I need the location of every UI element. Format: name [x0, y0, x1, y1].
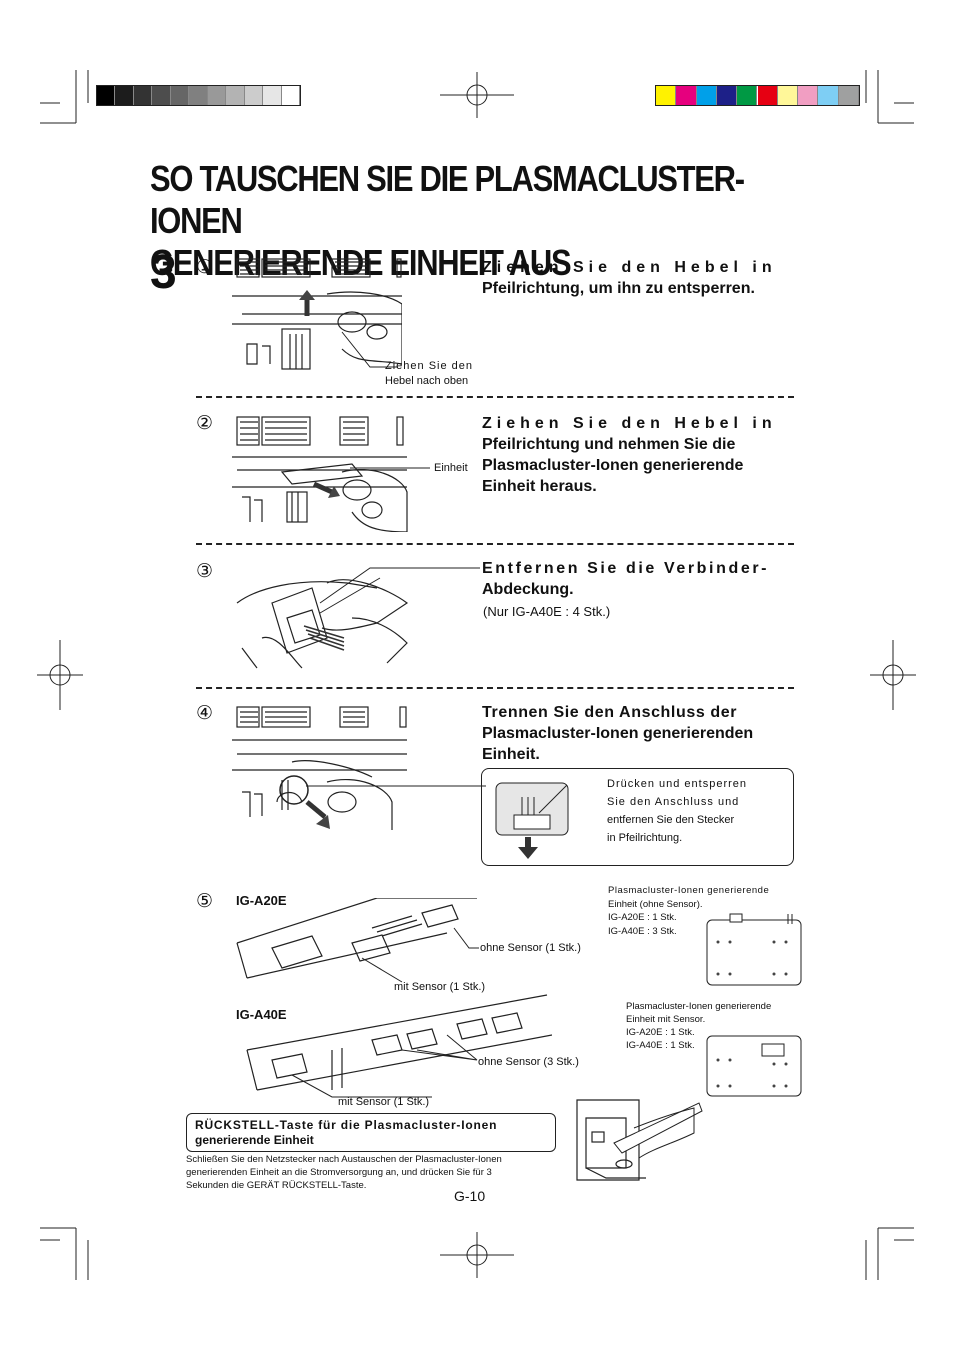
color-swatch — [189, 86, 208, 105]
unit-mit-sensor-line-3: IG-A20E : 1 Stk. — [626, 1027, 695, 1038]
reset-button-illustration — [576, 1099, 703, 1181]
ig-a20e-mit-sensor-label: mit Sensor (1 Stk.) — [394, 981, 486, 993]
separator-1 — [196, 396, 794, 398]
page-number: G-10 — [454, 1188, 486, 1204]
illustration-step-1 — [232, 258, 402, 370]
illustration-ig-a20e — [236, 898, 479, 983]
step-3-heading-line-1: Entfernen Sie die Verbinder- — [482, 560, 770, 577]
step-2-callout: Einheit — [434, 462, 468, 474]
step-number: 3 — [150, 246, 177, 299]
ig-a20e-ohne-sensor-label: ohne Sensor (1 Stk.) — [480, 942, 581, 954]
color-swatch — [97, 86, 116, 105]
reset-text-line-2: generierenden Einheit an die Stromversor… — [186, 1167, 492, 1178]
step-2-heading-line-4: Einheit heraus. — [482, 478, 597, 495]
color-swatch — [737, 86, 758, 105]
unit-mit-sensor-line-2: Einheit mit Sensor. — [626, 1014, 706, 1025]
illustration-step-2 — [232, 416, 430, 532]
connector-illustration — [495, 782, 569, 859]
step-4-heading-line-1: Trennen Sie den Anschluss der — [482, 704, 738, 721]
step-marker-3: ③ — [196, 561, 214, 582]
color-swatch — [716, 86, 738, 105]
process-color-bar — [655, 85, 860, 106]
color-swatch — [757, 86, 778, 105]
ig-a40e-mit-sensor-label: mit Sensor (1 Stk.) — [338, 1096, 430, 1108]
step-marker-5: ⑤ — [196, 891, 214, 912]
ig-a40e-ohne-sensor-label: ohne Sensor (3 Stk.) — [478, 1056, 579, 1068]
connector-info-line-4: in Pfeilrichtung. — [607, 832, 683, 844]
color-swatch — [676, 86, 697, 105]
reset-text-line-1: Schließen Sie den Netzstecker nach Austa… — [186, 1154, 502, 1165]
step-2-heading-spaced: Ziehen Sie den Hebel in — [482, 415, 777, 432]
step-1-callout-line-1: Ziehen Sie den — [385, 360, 473, 372]
color-swatch — [244, 86, 264, 105]
separator-3 — [196, 687, 794, 689]
connector-info-line-2: Sie den Anschluss und — [607, 796, 740, 808]
step-4-heading-line-3: Einheit. — [482, 746, 540, 763]
color-swatch — [207, 86, 227, 105]
connector-info-line-3: entfernen Sie den Stecker — [607, 814, 735, 826]
step-marker-2: ② — [196, 413, 214, 434]
unit-ohne-sensor-line-1: Plasmacluster-Ionen generierende — [608, 885, 770, 896]
step-1-heading-rest: Pfeilrichtung, um ihn zu entsperren. — [482, 280, 755, 297]
color-swatch — [777, 86, 799, 105]
unit-mit-sensor-line-4: IG-A40E : 1 Stk. — [626, 1040, 695, 1051]
title-line-1: SO TAUSCHEN SIE DIE PLASMACLUSTER-IONEN — [150, 158, 745, 241]
separator-2 — [196, 543, 794, 545]
color-swatch — [838, 86, 859, 105]
color-swatch — [798, 86, 819, 105]
reset-text-line-3: Sekunden die GERÄT RÜCKSTELL-Taste. — [186, 1180, 367, 1191]
model-label-ig-a40e: IG-A40E — [236, 1007, 287, 1022]
step-4-heading-line-2: Plasmacluster-Ionen generierenden — [482, 725, 754, 742]
step-3-note: (Nur IG-A40E : 4 Stk.) — [483, 604, 611, 619]
step-marker-1: ① — [196, 257, 214, 278]
step-1-heading-spaced: Ziehen Sie den Hebel in — [482, 259, 777, 276]
unit-ohne-sensor-line-2: Einheit (ohne Sensor). — [608, 899, 703, 910]
model-label-ig-a20e: IG-A20E — [236, 893, 287, 908]
step-3-heading-line-2: Abdeckung. — [482, 581, 574, 598]
unit-mit-sensor-drawing — [706, 1035, 802, 1097]
illustration-step-3 — [236, 567, 480, 669]
reset-box-line-1: RÜCKSTELL-Taste für die Plasmacluster-Io… — [195, 1118, 498, 1132]
step-1-callout-line-2: Hebel nach oben — [385, 375, 469, 387]
connector-info-line-1: Drücken und entsperren — [607, 778, 748, 790]
color-swatch — [818, 86, 839, 105]
unit-ohne-sensor-drawing — [706, 913, 802, 986]
step-marker-4: ④ — [196, 703, 214, 724]
step-2-heading-line-2: Pfeilrichtung und nehmen Sie die — [482, 436, 736, 453]
illustration-ig-a40e — [246, 994, 552, 1098]
reset-button-box: RÜCKSTELL-Taste für die Plasmacluster-Io… — [186, 1113, 556, 1152]
color-swatch — [133, 86, 153, 105]
color-swatch — [115, 86, 134, 105]
color-swatch — [226, 86, 245, 105]
color-swatch — [152, 86, 171, 105]
step-2-heading-line-3: Plasmacluster-Ionen generierende — [482, 457, 744, 474]
gray-color-bar — [96, 85, 301, 106]
color-swatch — [170, 86, 190, 105]
color-swatch — [696, 86, 717, 105]
connector-info-box: Drücken und entsperren Sie den Anschluss… — [481, 768, 794, 866]
unit-mit-sensor-line-1: Plasmacluster-Ionen generierende — [626, 1001, 772, 1012]
color-swatch — [281, 86, 300, 105]
illustration-step-4 — [232, 706, 486, 830]
unit-ohne-sensor-line-4: IG-A40E : 3 Stk. — [608, 926, 677, 937]
page-title: SO TAUSCHEN SIE DIE PLASMACLUSTER-IONEN … — [150, 158, 804, 284]
color-swatch — [263, 86, 282, 105]
unit-ohne-sensor-line-3: IG-A20E : 1 Stk. — [608, 912, 677, 923]
reset-box-line-2: generierende Einheit — [195, 1133, 314, 1147]
color-swatch — [656, 86, 677, 105]
callout-line-step-1 — [341, 331, 398, 368]
